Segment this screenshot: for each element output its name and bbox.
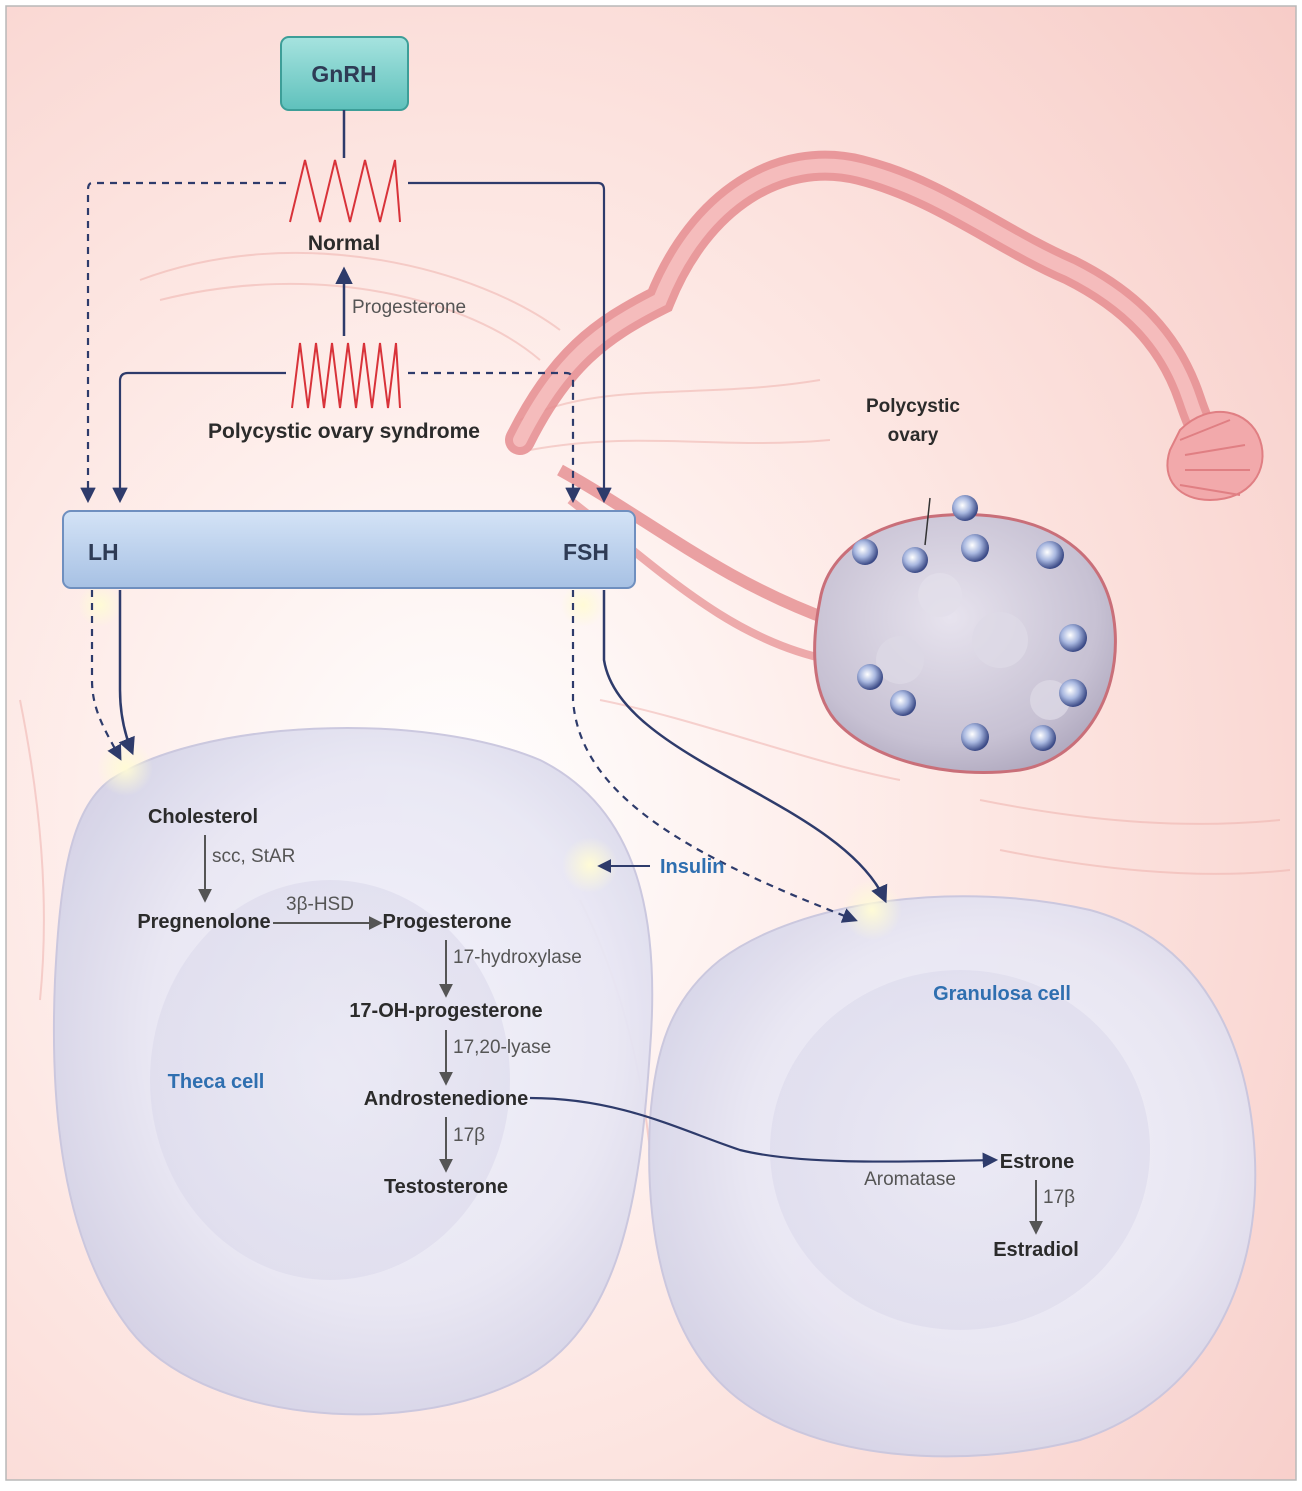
androstenedione-label: Androstenedione [364, 1088, 528, 1110]
estradiol-label: Estradiol [993, 1239, 1079, 1261]
hydroxylase-label: 17-hydroxylase [453, 947, 582, 968]
granulosa-17beta-label: 17β [1043, 1187, 1075, 1208]
fsh-label: FSH [563, 539, 609, 565]
aromatase-label: Aromatase [864, 1169, 956, 1190]
theca-cell-label: Theca cell [168, 1071, 265, 1093]
pregnenolone-label: Pregnenolone [137, 911, 270, 933]
estrone-label: Estrone [1000, 1151, 1074, 1173]
scc-star-label: scc, StAR [212, 846, 295, 867]
lh-label: LH [88, 539, 119, 565]
glow-theca-lh [97, 740, 153, 796]
granulosa-cell-label: Granulosa cell [933, 983, 1071, 1005]
cholesterol-label: Cholesterol [148, 806, 258, 828]
theca-cell [54, 728, 652, 1414]
theca-progesterone-label: Progesterone [383, 911, 512, 933]
normal-label: Normal [308, 232, 380, 255]
insulin-label: Insulin [660, 856, 724, 878]
ovary-label-line2: ovary [888, 425, 939, 446]
ovary-label-line1: Polycystic [866, 396, 960, 417]
theca-17beta-label: 17β [453, 1125, 485, 1146]
oh-progesterone-label: 17-OH-progesterone [349, 1000, 542, 1022]
progesterone-feedback-label: Progesterone [352, 297, 466, 318]
lyase-label: 17,20-lyase [453, 1037, 551, 1058]
gnrh-box: GnRH [281, 37, 408, 110]
lh-fsh-bar: LH FSH [63, 511, 635, 588]
glow-fsh-bar [561, 583, 605, 627]
glow-lh-bar [78, 583, 122, 627]
testosterone-label: Testosterone [384, 1176, 508, 1198]
pcos-label: Polycystic ovary syndrome [208, 420, 480, 443]
hsd-label: 3β-HSD [286, 894, 354, 915]
glow-granulosa-fsh [842, 880, 902, 940]
gnrh-label: GnRH [311, 61, 376, 87]
